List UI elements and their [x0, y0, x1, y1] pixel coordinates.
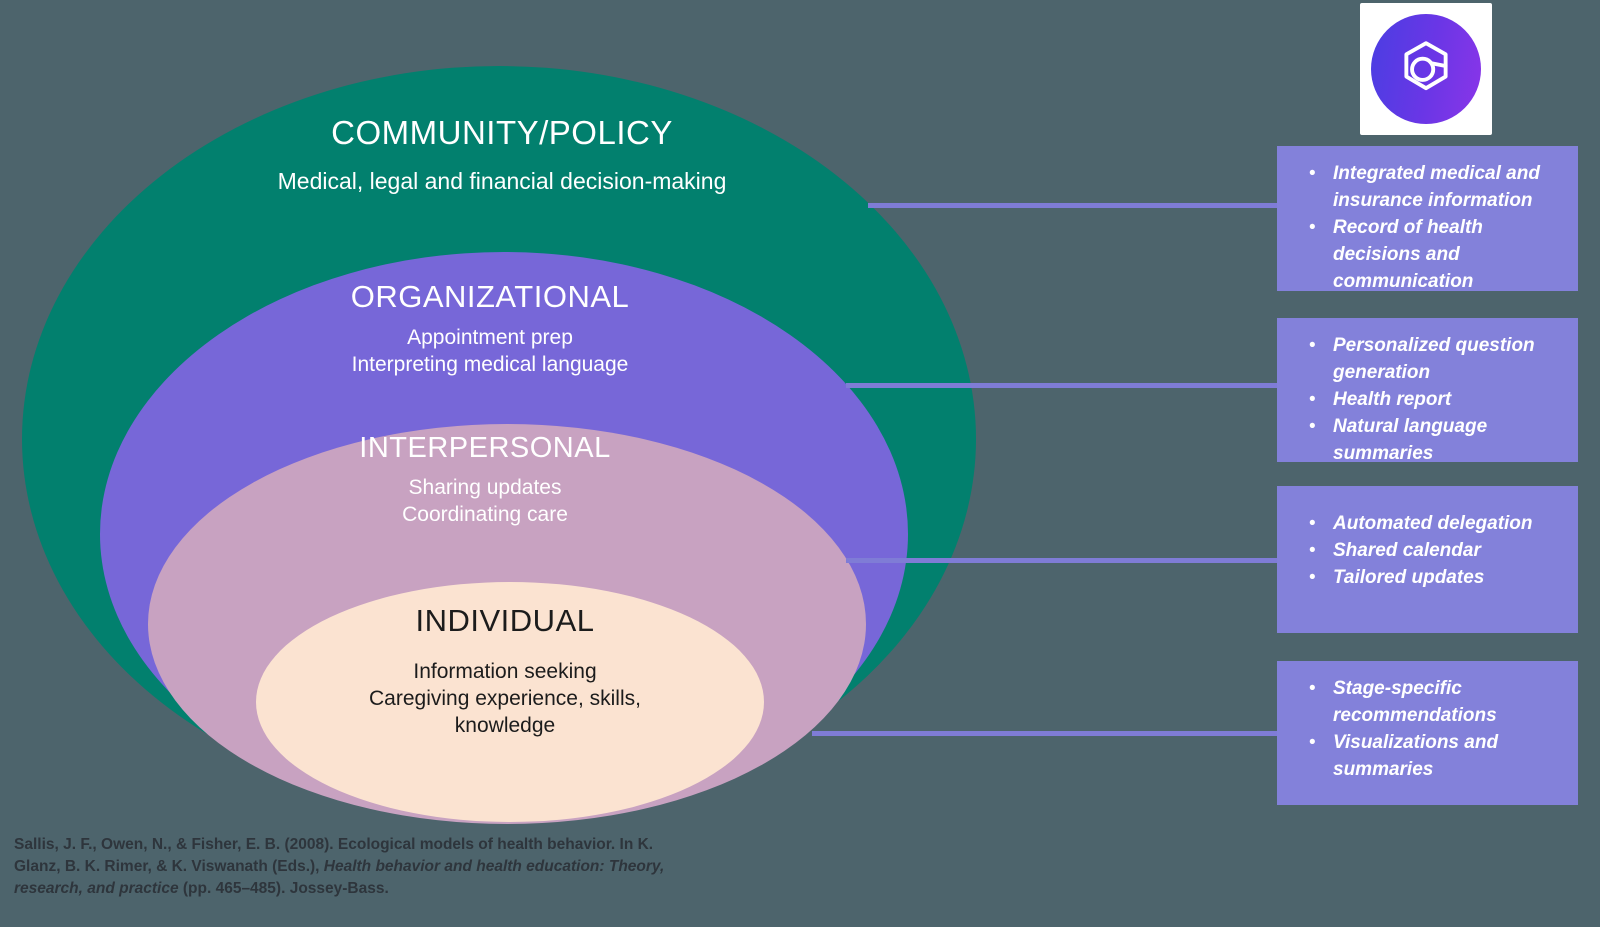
callout-item: Visualizations and summaries [1297, 729, 1568, 783]
organizational-subtitle-line: Appointment prep [407, 326, 573, 349]
callout-item: Natural language summaries [1297, 413, 1568, 467]
connector-community-to-callout [868, 203, 1277, 208]
connector-individual-to-callout [812, 731, 1277, 736]
interpersonal-label: INTERPERSONAL Sharing updates Coordinati… [255, 430, 715, 528]
callout-organizational: Personalized question generation Health … [1277, 318, 1578, 464]
citation-segment-italic: Health behavior and health education: Th… [14, 858, 665, 897]
citation-text: Sallis, J. F., Owen, N., & Fisher, E. B.… [14, 834, 679, 900]
interpersonal-subtitle-line: Coordinating care [402, 503, 568, 526]
callout-interpersonal: Automated delegation Shared calendar Tai… [1277, 486, 1578, 633]
interpersonal-subtitle-line: Sharing updates [408, 476, 562, 499]
individual-subtitle-line: Caregiving experience, skills, [369, 687, 641, 710]
community-policy-subtitle: Medical, legal and financial decision-ma… [277, 168, 727, 194]
callout-item: Tailored updates [1297, 564, 1568, 591]
individual-subtitle-line: knowledge [454, 714, 556, 737]
connector-organizational-to-callout [846, 383, 1277, 388]
organizational-subtitle-line: Interpreting medical language [351, 353, 629, 376]
brand-logo-circle [1371, 14, 1481, 124]
connector-interpersonal-to-callout [846, 558, 1277, 563]
callout-individual: Stage-specific recommendations Visualiza… [1277, 661, 1578, 805]
interpersonal-title: INTERPERSONAL [359, 432, 611, 464]
callout-item: Personalized question generation [1297, 332, 1568, 386]
callout-item: Stage-specific recommendations [1297, 675, 1568, 729]
callout-list: Automated delegation Shared calendar Tai… [1297, 510, 1568, 591]
callout-item: Record of health decisions and communica… [1297, 214, 1568, 295]
brand-logo-card [1360, 3, 1492, 135]
community-policy-title: COMMUNITY/POLICY [331, 114, 673, 151]
individual-ellipse [256, 582, 764, 822]
individual-label: INDIVIDUAL Information seeking Caregivin… [275, 602, 735, 739]
citation-segment: Sallis, J. F., Owen, N., & Fisher, E. B.… [14, 836, 654, 875]
callout-list: Integrated medical and insurance informa… [1297, 160, 1568, 295]
organizational-label: ORGANIZATIONAL Appointment prep Interpre… [260, 278, 720, 378]
organizational-title: ORGANIZATIONAL [350, 279, 630, 314]
individual-subtitle-line: Information seeking [413, 660, 597, 683]
callout-item: Integrated medical and insurance informa… [1297, 160, 1568, 214]
citation-segment: (pp. 465–485). Jossey-Bass. [178, 880, 389, 897]
callout-item: Shared calendar [1297, 537, 1568, 564]
community-policy-label: COMMUNITY/POLICY Medical, legal and fina… [222, 113, 782, 195]
callout-list: Stage-specific recommendations Visualiza… [1297, 675, 1568, 783]
callout-list: Personalized question generation Health … [1297, 332, 1568, 467]
individual-title: INDIVIDUAL [415, 603, 595, 638]
callout-item: Health report [1297, 386, 1568, 413]
callout-community-policy: Integrated medical and insurance informa… [1277, 146, 1578, 292]
callout-item: Automated delegation [1297, 510, 1568, 537]
hexagon-cube-logo-icon [1395, 36, 1457, 103]
